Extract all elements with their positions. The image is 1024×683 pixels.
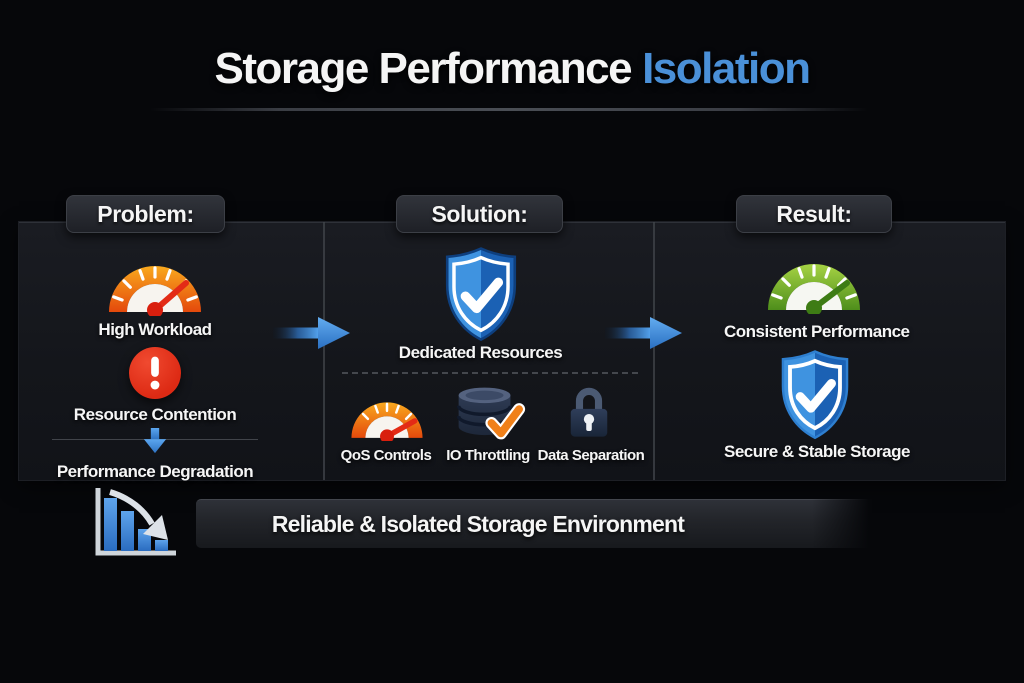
right-arrow-icon: [273, 315, 351, 351]
divider-problem-solution: [323, 222, 325, 480]
database-check-icon: [448, 385, 528, 442]
solution-header-pill: Solution:: [396, 195, 563, 233]
speedometer-icon: [105, 250, 205, 316]
result-header-pill: Result:: [736, 195, 892, 233]
dedicated-resources-label: Dedicated Resources: [398, 343, 563, 362]
problem-header-pill: Problem:: [66, 195, 225, 233]
solution-header-label: Solution:: [431, 200, 528, 227]
page-title-main: Storage Performance: [214, 44, 633, 93]
bottom-banner: Reliable & Isolated Storage Environment: [196, 499, 872, 548]
consistent-performance-label: Consistent Performance: [724, 322, 910, 341]
declining-bar-chart-icon: [88, 484, 180, 560]
result-header-label: Result:: [776, 200, 852, 227]
secure-stable-storage-label: Secure & Stable Storage: [724, 442, 910, 461]
divider-solution-result: [653, 222, 655, 480]
qos-speedometer-icon: [348, 390, 426, 441]
speedometer-green-icon: [764, 248, 864, 314]
problem-header-label: Problem:: [97, 200, 194, 227]
resource-contention-label: Resource Contention: [73, 405, 237, 424]
banner-right-fade: [812, 499, 872, 548]
alert-exclamation-icon: [129, 347, 181, 399]
down-arrow-icon: [141, 428, 169, 454]
data-separation-label: Data Separation: [537, 447, 645, 464]
page-title-accent: Isolation: [642, 44, 811, 93]
lock-icon: [566, 384, 612, 440]
title-underline-divider: [150, 108, 868, 111]
shield-check-icon: [770, 349, 860, 441]
solution-dashed-divider: [342, 372, 638, 374]
performance-degradation-label: Performance Degradation: [56, 462, 254, 481]
shield-check-icon: [436, 246, 526, 343]
qos-controls-label: QoS Controls: [340, 447, 432, 464]
bottom-banner-label: Reliable & Isolated Storage Environment: [271, 510, 685, 537]
high-workload-label: High Workload: [98, 320, 212, 339]
right-arrow-icon: [605, 315, 683, 351]
io-throttling-label: IO Throttling: [446, 447, 530, 464]
